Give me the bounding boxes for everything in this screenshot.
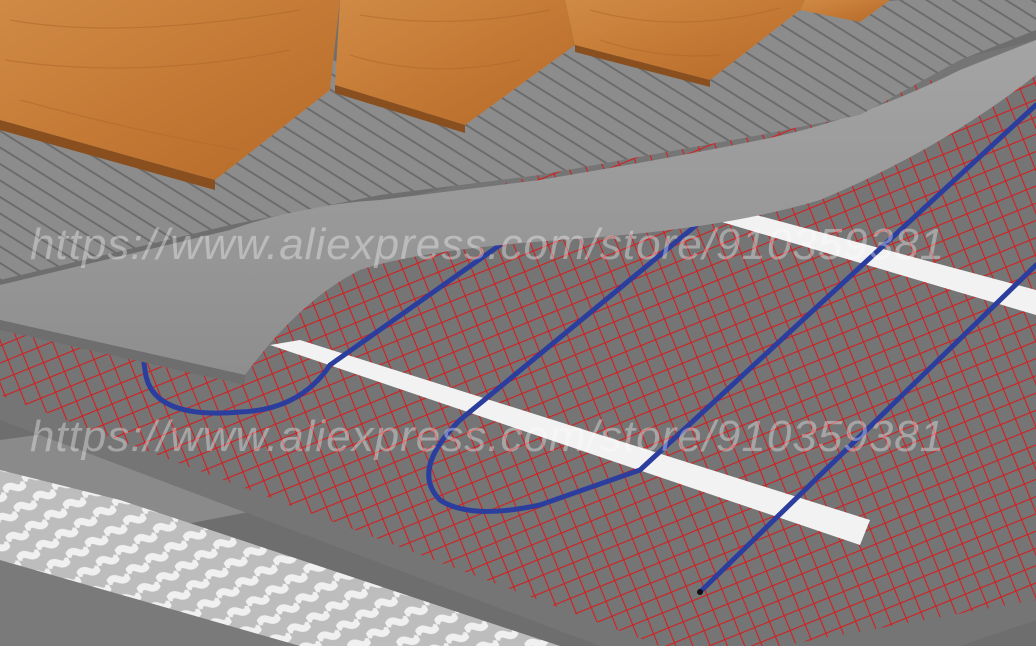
floorboard-4 bbox=[800, 0, 890, 22]
floorboard-3 bbox=[565, 0, 805, 80]
floorboard-2 bbox=[335, 0, 575, 125]
concrete-edge bbox=[0, 560, 300, 646]
wooden-floorboards bbox=[0, 0, 890, 190]
floorboard-2-edge bbox=[335, 85, 465, 133]
leveling-board bbox=[0, 40, 1036, 375]
floorboard-1 bbox=[0, 0, 340, 180]
tape-strip-back bbox=[715, 212, 1036, 315]
tape-strip-front bbox=[270, 340, 870, 545]
cable-end bbox=[697, 589, 703, 595]
leveling-board-edge bbox=[0, 320, 245, 385]
floorboard-3-edge bbox=[575, 45, 710, 87]
wood-grain bbox=[4, 7, 781, 151]
floorboard-1-edge bbox=[0, 120, 215, 190]
